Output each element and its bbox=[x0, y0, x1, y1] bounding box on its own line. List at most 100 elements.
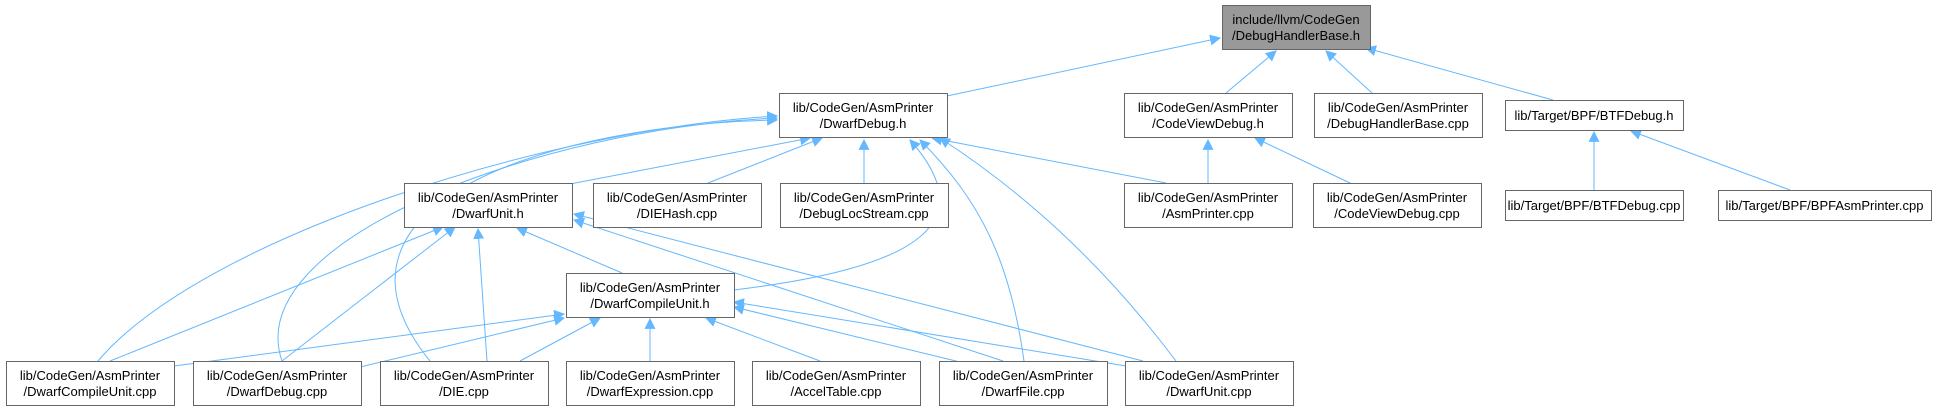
node-label-line: lib/CodeGen/AsmPrinter bbox=[20, 368, 161, 383]
edge-n14-to-n1 bbox=[277, 112, 779, 362]
edge-n5-to-n1 bbox=[569, 134, 812, 185]
edge-n4-to-n0 bbox=[1364, 45, 1554, 101]
node-label-line: /AccelTable.cpp bbox=[790, 384, 881, 399]
node-label-line: /DIE.cpp bbox=[439, 384, 489, 399]
node-label-line: lib/CodeGen/AsmPrinter bbox=[1328, 100, 1469, 115]
node-box bbox=[404, 183, 573, 228]
graph-node-n5[interactable]: lib/CodeGen/AsmPrinter/DwarfUnit.h bbox=[404, 183, 573, 228]
node-box bbox=[752, 361, 921, 406]
edge-n3-to-n0 bbox=[1325, 50, 1373, 94]
node-label-line: /DebugHandlerBase.h bbox=[1232, 28, 1360, 43]
node-label-line: lib/Target/BPF/BTFDebug.cpp bbox=[1508, 198, 1681, 213]
edge-n15-to-n5 bbox=[473, 227, 488, 362]
graph-node-n13[interactable]: lib/CodeGen/AsmPrinter/DwarfCompileUnit.… bbox=[6, 361, 175, 406]
graph-node-n3[interactable]: lib/CodeGen/AsmPrinter/DebugHandlerBase.… bbox=[1314, 93, 1483, 138]
node-label-line: /DebugHandlerBase.cpp bbox=[1327, 116, 1469, 131]
graph-node-n10[interactable]: lib/Target/BPF/BTFDebug.cpp bbox=[1505, 190, 1684, 221]
edge-n17-to-n12 bbox=[704, 316, 821, 362]
edge-n18-to-n5 bbox=[572, 217, 1004, 362]
node-label-line: lib/CodeGen/AsmPrinter bbox=[207, 368, 348, 383]
node-box bbox=[1124, 183, 1293, 228]
node-box bbox=[1125, 361, 1294, 406]
graph-node-n12[interactable]: lib/CodeGen/AsmPrinter/DwarfCompileUnit.… bbox=[566, 273, 735, 318]
node-box bbox=[780, 183, 949, 228]
node-label-line: lib/CodeGen/AsmPrinter bbox=[580, 280, 721, 295]
graph-node-n6[interactable]: lib/CodeGen/AsmPrinter/DIEHash.cpp bbox=[593, 183, 762, 228]
node-label-line: lib/CodeGen/AsmPrinter bbox=[794, 190, 935, 205]
edge-n19-to-n1 bbox=[939, 137, 1177, 362]
node-label-line: lib/CodeGen/AsmPrinter bbox=[1139, 368, 1280, 383]
edge-n9-to-n2 bbox=[1254, 137, 1351, 184]
graph-node-n9[interactable]: lib/CodeGen/AsmPrinter/CodeViewDebug.cpp bbox=[1313, 183, 1482, 228]
graph-node-n14[interactable]: lib/CodeGen/AsmPrinter/DwarfDebug.cpp bbox=[193, 361, 362, 406]
node-box bbox=[779, 93, 948, 138]
node-label-line: /DebugLocStream.cpp bbox=[799, 206, 928, 221]
graph-node-n4[interactable]: lib/Target/BPF/BTFDebug.h bbox=[1505, 100, 1684, 131]
edge-n13-to-n5 bbox=[109, 225, 445, 362]
node-label-line: lib/CodeGen/AsmPrinter bbox=[418, 190, 559, 205]
graph-node-n0[interactable]: include/llvm/CodeGen/DebugHandlerBase.h bbox=[1222, 5, 1371, 50]
graph-node-n19[interactable]: lib/CodeGen/AsmPrinter/DwarfUnit.cpp bbox=[1125, 361, 1294, 406]
edge-n14-to-n12 bbox=[359, 314, 566, 368]
edge-n19-to-n5 bbox=[572, 211, 1144, 362]
graph-node-n11[interactable]: lib/Target/BPF/BPFAsmPrinter.cpp bbox=[1718, 190, 1932, 221]
graph-node-n2[interactable]: lib/CodeGen/AsmPrinter/CodeViewDebug.h bbox=[1124, 93, 1293, 138]
node-label-line: /DwarfUnit.h bbox=[452, 206, 524, 221]
node-label-line: lib/CodeGen/AsmPrinter bbox=[1138, 190, 1279, 205]
node-box bbox=[6, 361, 175, 406]
node-label-line: include/llvm/CodeGen bbox=[1232, 12, 1359, 27]
node-label-line: lib/CodeGen/AsmPrinter bbox=[394, 368, 535, 383]
edge-n15-to-n12 bbox=[519, 317, 601, 362]
edges-layer bbox=[97, 34, 1791, 368]
edge-n18-to-n1 bbox=[919, 139, 1025, 362]
graph-node-n15[interactable]: lib/CodeGen/AsmPrinter/DIE.cpp bbox=[380, 361, 549, 406]
edge-n18-to-n12 bbox=[732, 303, 961, 363]
node-label-line: lib/CodeGen/AsmPrinter bbox=[953, 368, 1094, 383]
node-box bbox=[593, 183, 762, 228]
node-box bbox=[193, 361, 362, 406]
node-box bbox=[1505, 190, 1684, 221]
edge-n12-to-n5 bbox=[515, 226, 623, 274]
edge-n19-to-n12 bbox=[732, 298, 1127, 367]
edge-n11-to-n4 bbox=[1629, 129, 1791, 191]
node-label-line: lib/Target/BPF/BPFAsmPrinter.cpp bbox=[1726, 198, 1924, 213]
node-label-line: /DwarfCompileUnit.h bbox=[590, 296, 709, 311]
node-label-line: /DwarfDebug.cpp bbox=[227, 384, 327, 399]
graph-node-n18[interactable]: lib/CodeGen/AsmPrinter/DwarfFile.cpp bbox=[939, 361, 1108, 406]
graph-node-n7[interactable]: lib/CodeGen/AsmPrinter/DebugLocStream.cp… bbox=[780, 183, 949, 228]
node-label-line: lib/CodeGen/AsmPrinter bbox=[1327, 190, 1468, 205]
edge-n12-to-n1 bbox=[733, 139, 941, 291]
graph-node-n16[interactable]: lib/CodeGen/AsmPrinter/DwarfExpression.c… bbox=[566, 361, 735, 406]
node-label-line: lib/CodeGen/AsmPrinter bbox=[793, 100, 934, 115]
nodes-layer: include/llvm/CodeGen/DebugHandlerBase.h l… bbox=[6, 5, 1932, 406]
node-label-line: /CodeViewDebug.cpp bbox=[1334, 206, 1460, 221]
node-box bbox=[566, 273, 735, 318]
node-label-line: /DwarfExpression.cpp bbox=[587, 384, 713, 399]
graph-node-n1[interactable]: lib/CodeGen/AsmPrinter/DwarfDebug.h bbox=[779, 93, 948, 138]
edge-n6-to-n1 bbox=[707, 136, 824, 184]
node-label-line: lib/CodeGen/AsmPrinter bbox=[580, 368, 721, 383]
node-label-line: /DwarfUnit.cpp bbox=[1166, 384, 1251, 399]
node-box bbox=[939, 361, 1108, 406]
edge-n13-to-n12 bbox=[173, 309, 566, 367]
node-label-line: lib/CodeGen/AsmPrinter bbox=[766, 368, 907, 383]
edge-n2-to-n0 bbox=[1225, 50, 1277, 94]
edge-n14-to-n5 bbox=[281, 226, 456, 362]
node-box bbox=[1505, 100, 1684, 131]
node-label-line: /DIEHash.cpp bbox=[637, 206, 717, 221]
node-label-line: /DwarfFile.cpp bbox=[981, 384, 1064, 399]
edge-n15-to-n1 bbox=[394, 114, 779, 362]
node-box bbox=[1222, 5, 1371, 50]
node-box bbox=[1718, 190, 1932, 221]
node-label-line: /CodeViewDebug.h bbox=[1152, 116, 1264, 131]
edge-n8-to-n1 bbox=[930, 134, 1167, 184]
edge-n1-to-n0 bbox=[946, 34, 1222, 97]
node-label-line: /DwarfDebug.h bbox=[820, 116, 907, 131]
node-box bbox=[380, 361, 549, 406]
node-box bbox=[1124, 93, 1293, 138]
node-label-line: lib/Target/BPF/BTFDebug.h bbox=[1515, 108, 1674, 123]
node-label-line: /DwarfCompileUnit.cpp bbox=[24, 384, 157, 399]
graph-node-n8[interactable]: lib/CodeGen/AsmPrinter/AsmPrinter.cpp bbox=[1124, 183, 1293, 228]
graph-node-n17[interactable]: lib/CodeGen/AsmPrinter/AccelTable.cpp bbox=[752, 361, 921, 406]
